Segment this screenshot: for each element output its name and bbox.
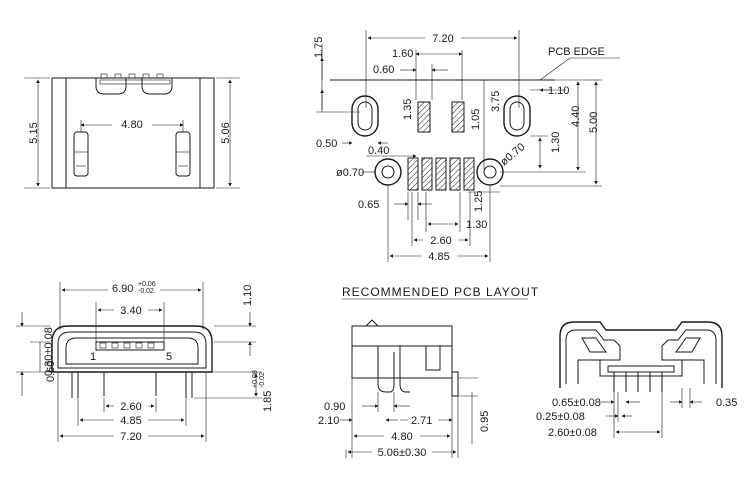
phi-right: ø0.70 [498, 141, 527, 168]
dim-485b: 4.85 [120, 415, 141, 427]
dim-065d: 0.65±0.08 [552, 397, 601, 409]
pin-5-label: 5 [166, 351, 172, 363]
left-mount-slot [351, 95, 379, 137]
signal-pad-4 [449, 157, 461, 191]
dim-040: 0.40 [368, 145, 389, 157]
dim-025: 0.25±0.08 [536, 411, 585, 423]
dim-500: 5.00 [588, 112, 600, 133]
dim-720b: 7.20 [120, 431, 141, 443]
dim-050: 0.50 [316, 138, 337, 150]
dim-440: 4.40 [570, 106, 582, 127]
tol-minus: -0.02 [138, 288, 154, 295]
dim-480b: 4.80 [391, 431, 412, 443]
dim-090: 0.90 [324, 401, 345, 413]
dim-185-tol-minus: -0.02 [259, 372, 266, 388]
signal-pad-2 [421, 157, 433, 191]
dim-030: 0.30±0.08 [43, 327, 55, 376]
layout-title: RECOMMENDED PCB LAYOUT [342, 285, 539, 299]
dim-506: 5.06 [220, 122, 232, 143]
signal-pad-3 [435, 157, 447, 191]
signal-pad-1 [407, 157, 419, 191]
dim-185-tol-plus: +0.08 [252, 370, 259, 388]
detail-shell [559, 321, 723, 388]
dim-125: 1.25 [473, 191, 485, 212]
dim-105: 1.05 [470, 109, 482, 130]
mating-face-view: 6.90 +0.06 -0.02 3.40 1 5 1.10 [16, 280, 274, 443]
signal-pad-5 [463, 157, 475, 191]
dim-135: 1.35 [402, 99, 414, 120]
tongue [95, 341, 165, 351]
tol-plus: +0.06 [138, 281, 156, 288]
side-body [351, 325, 453, 379]
dim-035: 0.35 [716, 397, 737, 409]
right-slot [175, 131, 191, 177]
pcb-layout-view: PCB EDGE 7.20 1.60 0.60 1.75 1.35 1 [313, 30, 620, 263]
pcb-edge-label: PCB EDGE [548, 46, 605, 58]
dim-340: 3.40 [120, 305, 141, 317]
dim-506b: 5.06±0.30 [378, 447, 427, 459]
left-round-hole [374, 158, 402, 186]
dim-260: 2.60 [430, 235, 451, 247]
detail-view: 0.65±0.08 0.35 0.25±0.08 2.60±0.08 [536, 321, 737, 439]
phi-left: ø0.70 [336, 167, 364, 179]
dim-110: 1.10 [548, 85, 569, 97]
dim-690: 6.90 [112, 283, 133, 295]
dim-185: 1.85 [262, 391, 274, 412]
dim-485: 4.85 [428, 251, 449, 263]
dim-515: 5.15 [28, 122, 40, 143]
dim-060b: 0.60 [45, 361, 57, 382]
upper-pad-right [451, 101, 465, 133]
dim-095: 0.95 [479, 411, 491, 432]
upper-pad-left [417, 101, 431, 133]
dim-210: 2.10 [318, 415, 339, 427]
right-round-hole [476, 158, 504, 186]
dim-260b: 2.60 [120, 401, 141, 413]
dim-110b: 1.10 [242, 285, 254, 306]
dim-260d: 2.60±0.08 [548, 427, 597, 439]
dim-160: 1.60 [392, 48, 413, 60]
dim-130: 1.30 [466, 219, 487, 231]
right-mount-slot [503, 95, 531, 137]
dim-130v: 1.30 [550, 132, 562, 153]
left-slot [73, 131, 89, 177]
dim-065: 0.65 [358, 199, 379, 211]
dim-271: 2.71 [411, 415, 432, 427]
side-view: RECOMMENDED PCB LAYOUT 0.90 2.10 2.71 4.… [318, 285, 539, 459]
mating-shell [51, 325, 213, 373]
front-view: 4.80 5.15 5.06 [24, 73, 240, 189]
dim-375: 3.75 [490, 91, 502, 112]
dim-480: 4.80 [121, 119, 142, 131]
dim-060: 0.60 [373, 64, 394, 76]
dim-175: 1.75 [313, 37, 325, 58]
dim-720: 7.20 [432, 33, 453, 45]
pin-1-label: 1 [90, 351, 96, 363]
